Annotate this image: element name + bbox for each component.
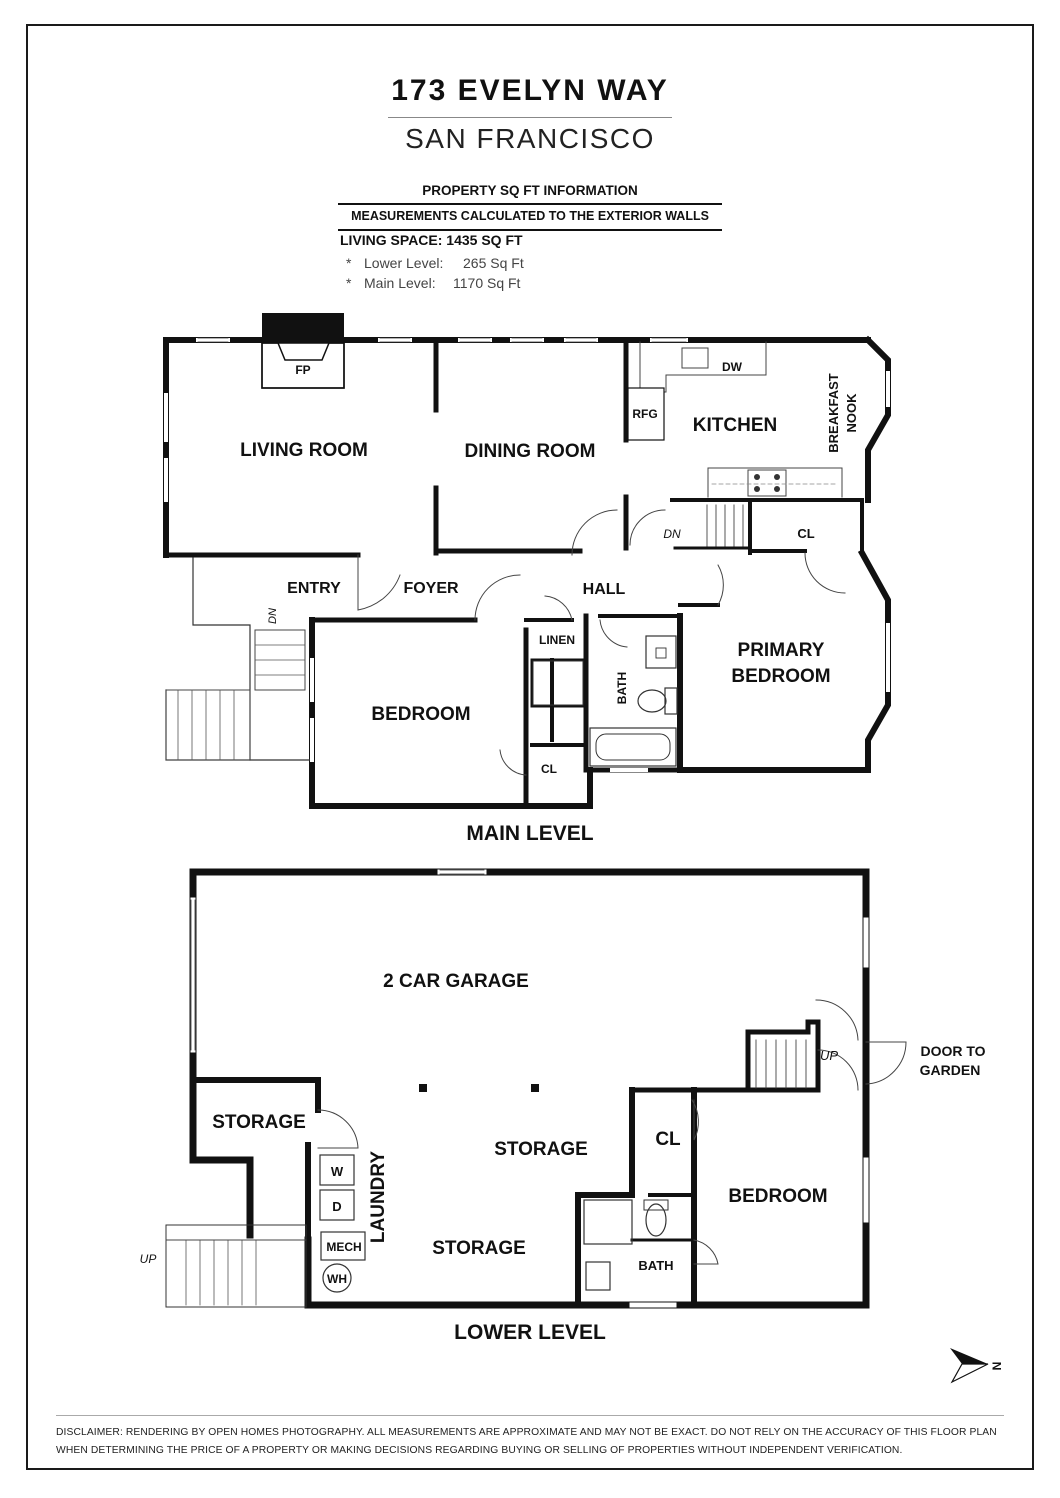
label-cl-primary: CL (797, 526, 814, 541)
disclaimer-line-2: WHEN DETERMINING THE PRICE OF A PROPERTY… (56, 1445, 903, 1456)
label-primary-2: BEDROOM (731, 666, 830, 687)
label-entry: ENTRY (287, 580, 341, 597)
level-row-main: * Main Level: 1170 Sq Ft (346, 275, 646, 295)
label-foyer: FOYER (403, 580, 459, 597)
label-cl-bedroom: CL (541, 762, 557, 776)
label-hall: HALL (583, 581, 626, 598)
level-name: Main Level: (364, 275, 436, 291)
label-living-room: LIVING ROOM (240, 440, 368, 461)
property-address: 173 EVELYN WAY (391, 74, 669, 107)
disclaimer-divider (56, 1415, 1004, 1416)
page-frame (26, 24, 1034, 1470)
label-fp: FP (295, 363, 310, 377)
label-door-to: DOOR TO (920, 1043, 985, 1059)
main-level-caption: MAIN LEVEL (466, 822, 594, 845)
label-bath-lower: BATH (638, 1258, 673, 1273)
label-kitchen: KITCHEN (693, 415, 777, 436)
lower-level-plan (165, 868, 907, 1309)
label-storage-mid: STORAGE (494, 1139, 588, 1160)
level-value: 265 Sq Ft (463, 255, 524, 271)
label-washer: W (331, 1164, 344, 1179)
label-garage: 2 CAR GARAGE (383, 971, 529, 992)
title-divider (388, 117, 672, 118)
level-value: 1170 Sq Ft (453, 275, 521, 291)
label-mech: MECH (326, 1240, 361, 1254)
label-bedroom-lower: BEDROOM (728, 1186, 827, 1207)
label-nook: NOOK (844, 393, 859, 433)
label-breakfast: BREAKFAST (826, 373, 841, 453)
label-up-stair: UP (820, 1048, 838, 1063)
label-dryer: D (332, 1199, 341, 1214)
info-subheading: MEASUREMENTS CALCULATED TO THE EXTERIOR … (351, 209, 709, 223)
label-dining-room: DINING ROOM (465, 441, 596, 462)
label-primary-1: PRIMARY (738, 640, 825, 661)
lower-level-caption: LOWER LEVEL (454, 1321, 606, 1344)
living-space-total: LIVING SPACE: 1435 SQ FT (340, 232, 523, 248)
label-bedroom-main: BEDROOM (371, 704, 470, 725)
disclaimer: DISCLAIMER: RENDERING BY OPEN HOMES PHOT… (56, 1424, 1016, 1460)
label-cl-lower: CL (655, 1129, 681, 1150)
label-laundry: LAUNDRY (368, 1151, 389, 1244)
label-dw: DW (722, 360, 743, 374)
label-storage-left: STORAGE (212, 1112, 306, 1133)
info-rule-bottom (338, 229, 722, 231)
info-rule-top (338, 203, 722, 205)
label-dn-entry: DN (267, 608, 279, 624)
label-up-outside: UP (140, 1252, 157, 1266)
level-bullet: * (346, 275, 352, 291)
label-garden: GARDEN (920, 1062, 981, 1078)
main-level-plan (163, 313, 891, 809)
label-dn-kitchen: DN (663, 527, 681, 541)
label-wh: WH (327, 1272, 347, 1286)
info-heading: PROPERTY SQ FT INFORMATION (422, 183, 638, 198)
label-rfg: RFG (632, 407, 657, 421)
level-name: Lower Level: (364, 255, 444, 271)
level-bullet: * (346, 255, 352, 271)
level-row-lower: * Lower Level: 265 Sq Ft (346, 255, 646, 275)
property-city: SAN FRANCISCO (405, 123, 655, 154)
compass-label: N (990, 1362, 1004, 1371)
disclaimer-line-1: DISCLAIMER: RENDERING BY OPEN HOMES PHOT… (56, 1427, 997, 1438)
label-storage-low: STORAGE (432, 1238, 526, 1259)
label-bath-main: BATH (615, 672, 629, 704)
label-linen: LINEN (539, 633, 575, 647)
compass-arrow-icon (950, 1348, 989, 1384)
